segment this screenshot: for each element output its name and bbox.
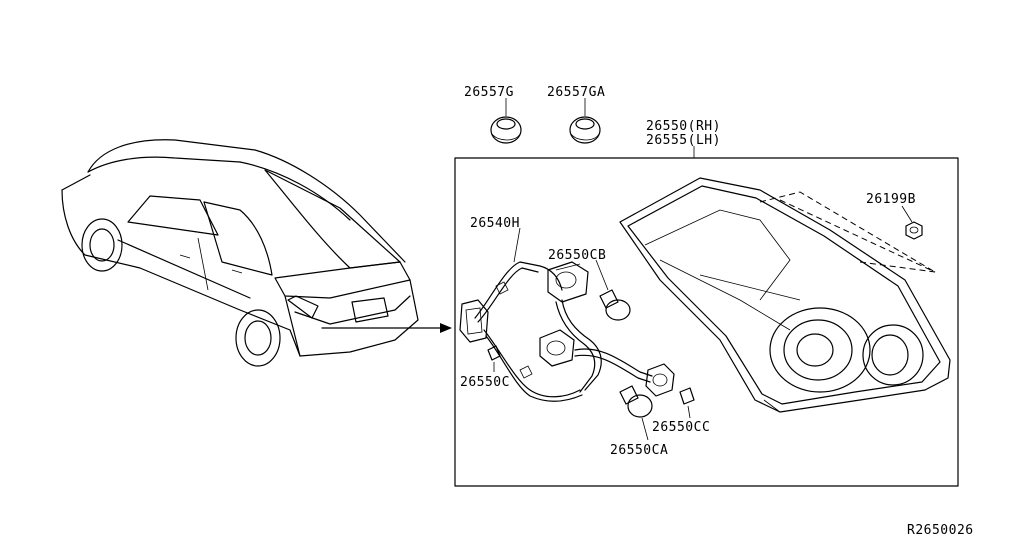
nut-26199b[interactable] — [905, 221, 923, 240]
diagram-ref-code: R2650026 — [907, 523, 974, 538]
bulb-26550c[interactable] — [487, 345, 501, 361]
bulb-26550cc[interactable] — [679, 387, 695, 405]
label-26550-rh: 26550(RH) — [646, 119, 721, 134]
label-26550cc: 26550CC — [652, 420, 710, 435]
label-26555-lh: 26555(LH) — [646, 133, 721, 148]
label-26557g: 26557G — [464, 85, 514, 100]
bulb-26550cb[interactable] — [599, 289, 631, 321]
socket-middle[interactable] — [539, 329, 575, 367]
grommet-26557g[interactable] — [490, 116, 522, 144]
bulb-26550ca[interactable] — [619, 385, 653, 418]
socket-lower-right[interactable] — [645, 363, 675, 397]
nut-guide-lines — [759, 191, 936, 273]
grommet-26557ga[interactable] — [569, 116, 601, 144]
wiring-harness[interactable] — [459, 261, 653, 402]
label-26557ga: 26557GA — [547, 85, 605, 100]
tail-lamp-assembly[interactable] — [619, 177, 951, 413]
label-26550ca: 26550CA — [610, 443, 668, 458]
parts-frame — [454, 157, 959, 487]
label-26540h: 26540H — [470, 216, 520, 231]
socket-26550cb[interactable] — [547, 261, 589, 303]
label-26550c: 26550C — [460, 375, 510, 390]
pointer-arrow — [321, 323, 452, 333]
sedan-illustration — [61, 139, 419, 367]
label-26199b: 26199B — [866, 192, 916, 207]
label-26550cb: 26550CB — [548, 248, 606, 263]
